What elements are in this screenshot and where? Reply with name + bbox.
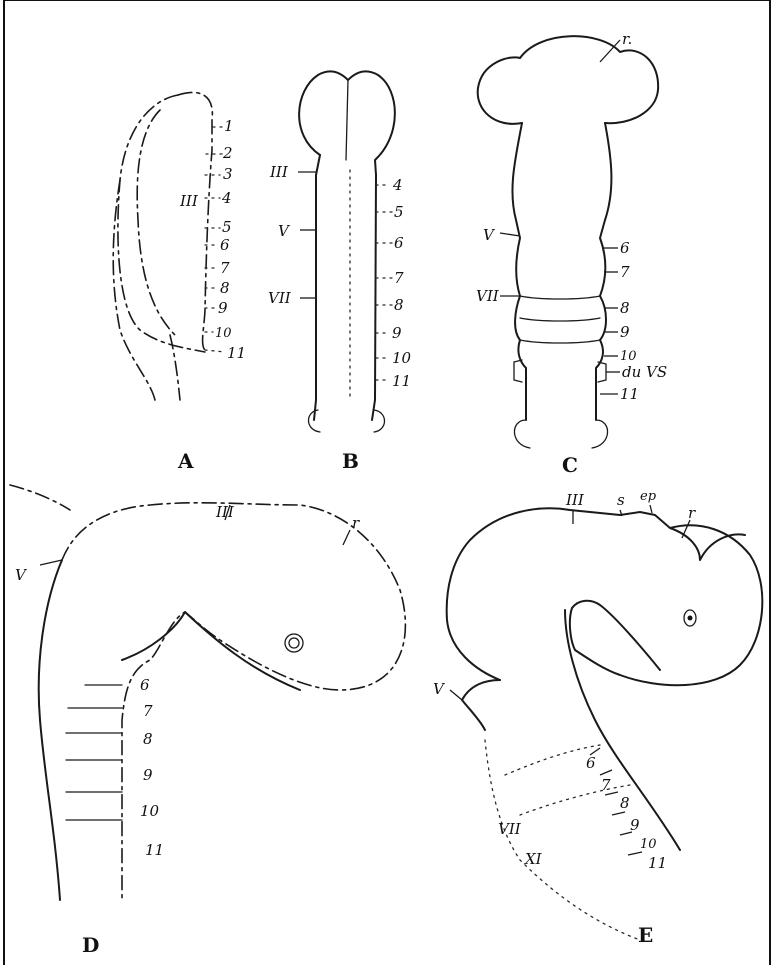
panel-c-rhombomere-lines [520, 296, 600, 343]
panel-c-seg-11: 11 [620, 385, 639, 403]
panel-b-seg-6: 6 [394, 234, 404, 252]
panel-c-r-label: r. [622, 30, 632, 48]
panel-a-tail-line [170, 335, 180, 400]
panel-b-nerve-leads [298, 172, 316, 298]
panel-c-base [514, 420, 607, 448]
panel-b-segment-leads [376, 185, 392, 380]
panel-e-seg-11: 11 [648, 854, 667, 872]
panel-e-seg-9: 9 [630, 816, 640, 834]
panel-e-spine [565, 610, 680, 850]
panel-a: 1 2 3 4 5 6 7 8 9 10 11 III A [113, 92, 246, 473]
panel-d-brain-outline [62, 503, 405, 900]
panel-d-somite-lines [66, 685, 122, 820]
panel-d-seg-11: 11 [145, 841, 164, 859]
panel-d-seg-8: 8 [143, 730, 153, 748]
panel-e-eye-dot [688, 616, 693, 621]
panel-d-seg-6: 6 [140, 676, 150, 694]
panel-e-r-label: r [688, 504, 696, 522]
panel-a-back-curve [113, 180, 155, 400]
panel-e-ep-label: ep [640, 489, 657, 504]
panel-e-body-dots [485, 740, 640, 940]
panel-e-seg-6: 6 [586, 754, 596, 772]
panel-d: III r V 6 7 8 9 10 11 D [10, 485, 405, 957]
panel-b-seg-10: 10 [392, 349, 412, 367]
panel-d-eye-outer [285, 634, 303, 652]
panel-d-outer-arc [10, 485, 70, 510]
panel-c-brackets [514, 360, 606, 382]
panel-e-cross-dots [505, 745, 630, 815]
panel-e-brain-outline [447, 508, 763, 685]
panel-d-nerve-v: V [15, 566, 28, 584]
panel-e-seg-10: 10 [640, 837, 657, 852]
panel-b-seg-7: 7 [394, 269, 404, 287]
panel-b-seg-5: 5 [394, 203, 404, 221]
panel-d-eye-inner [289, 638, 299, 648]
panel-c-seg-8: 8 [620, 299, 630, 317]
panel-c: r. V VII 6 7 8 9 10 du VS 11 C [476, 30, 667, 477]
panel-d-label: D [82, 933, 99, 957]
panel-b-nerve-iii: III [269, 163, 289, 181]
panel-b-seg-9: 9 [392, 324, 402, 342]
panel-d-nerve-iii: III [215, 503, 235, 521]
panel-c-seg-6: 6 [620, 239, 630, 257]
panel-b-nerve-v: V [278, 222, 291, 240]
panel-c-leads [500, 40, 620, 394]
panel-b-seg-4: 4 [392, 176, 403, 194]
panel-e: III s ep r V 6 7 8 9 10 11 VII XI E [433, 489, 762, 947]
panel-b-seg-11: 11 [392, 372, 411, 390]
panel-a-seg-7: 7 [220, 259, 230, 277]
panel-a-inner-curve [118, 95, 205, 352]
panel-c-forebrain [478, 36, 658, 124]
panel-a-seg-10: 10 [215, 326, 232, 341]
panel-a-seg-4: 4 [221, 189, 232, 207]
panel-d-back-outline [39, 560, 62, 900]
panel-d-seg-7: 7 [143, 702, 153, 720]
panel-a-seg-5: 5 [222, 218, 232, 236]
panel-c-seg-7: 7 [620, 263, 630, 281]
panel-b-midline [346, 80, 348, 160]
panel-e-leads [450, 505, 690, 855]
panel-a-seg-3: 3 [223, 165, 233, 183]
panel-d-seg-9: 9 [143, 766, 153, 784]
panel-c-duvs: du VS [622, 363, 667, 381]
panel-a-label: A [177, 449, 194, 473]
panel-b: III V VII 4 5 6 7 8 9 10 11 B [268, 71, 412, 473]
panel-e-nerve-iii: III [565, 491, 585, 509]
panel-d-seg-10: 10 [140, 802, 160, 820]
panel-a-middle-curve [137, 110, 175, 335]
panel-b-outline-left [314, 155, 320, 420]
panel-e-label: E [638, 923, 653, 947]
panel-d-leads [40, 505, 350, 565]
panel-a-nerve-iii: III [179, 192, 199, 210]
panel-a-seg-9: 9 [218, 299, 228, 317]
panel-b-nerve-vii: VII [268, 289, 292, 307]
panel-c-seg-10: 10 [620, 349, 637, 364]
panel-c-label: C [562, 453, 578, 477]
panel-a-outer-curve [178, 92, 212, 350]
panel-e-nerve-v: V [433, 680, 446, 698]
panel-c-nerve-v: V [483, 226, 496, 244]
panel-e-seg-8: 8 [620, 794, 630, 812]
panel-e-s-label: s [617, 491, 625, 509]
panel-a-seg-1: 1 [224, 117, 234, 135]
panel-a-seg-6: 6 [220, 236, 230, 254]
panel-e-vesicle [670, 528, 745, 560]
panel-c-nerve-vii: VII [476, 287, 500, 305]
panel-b-seg-8: 8 [394, 296, 404, 314]
panel-e-nerve-vii: VII [498, 820, 522, 838]
panel-e-fold [462, 680, 500, 730]
panel-a-seg-11: 11 [227, 344, 246, 362]
panel-e-nerve-xi: XI [524, 850, 543, 868]
panel-a-seg-8: 8 [220, 279, 230, 297]
panel-a-seg-2: 2 [222, 144, 233, 162]
panel-b-label: B [342, 449, 359, 473]
panel-d-r-label: r [352, 514, 360, 532]
panel-e-seg-7: 7 [601, 776, 611, 794]
panel-c-seg-9: 9 [620, 323, 630, 341]
